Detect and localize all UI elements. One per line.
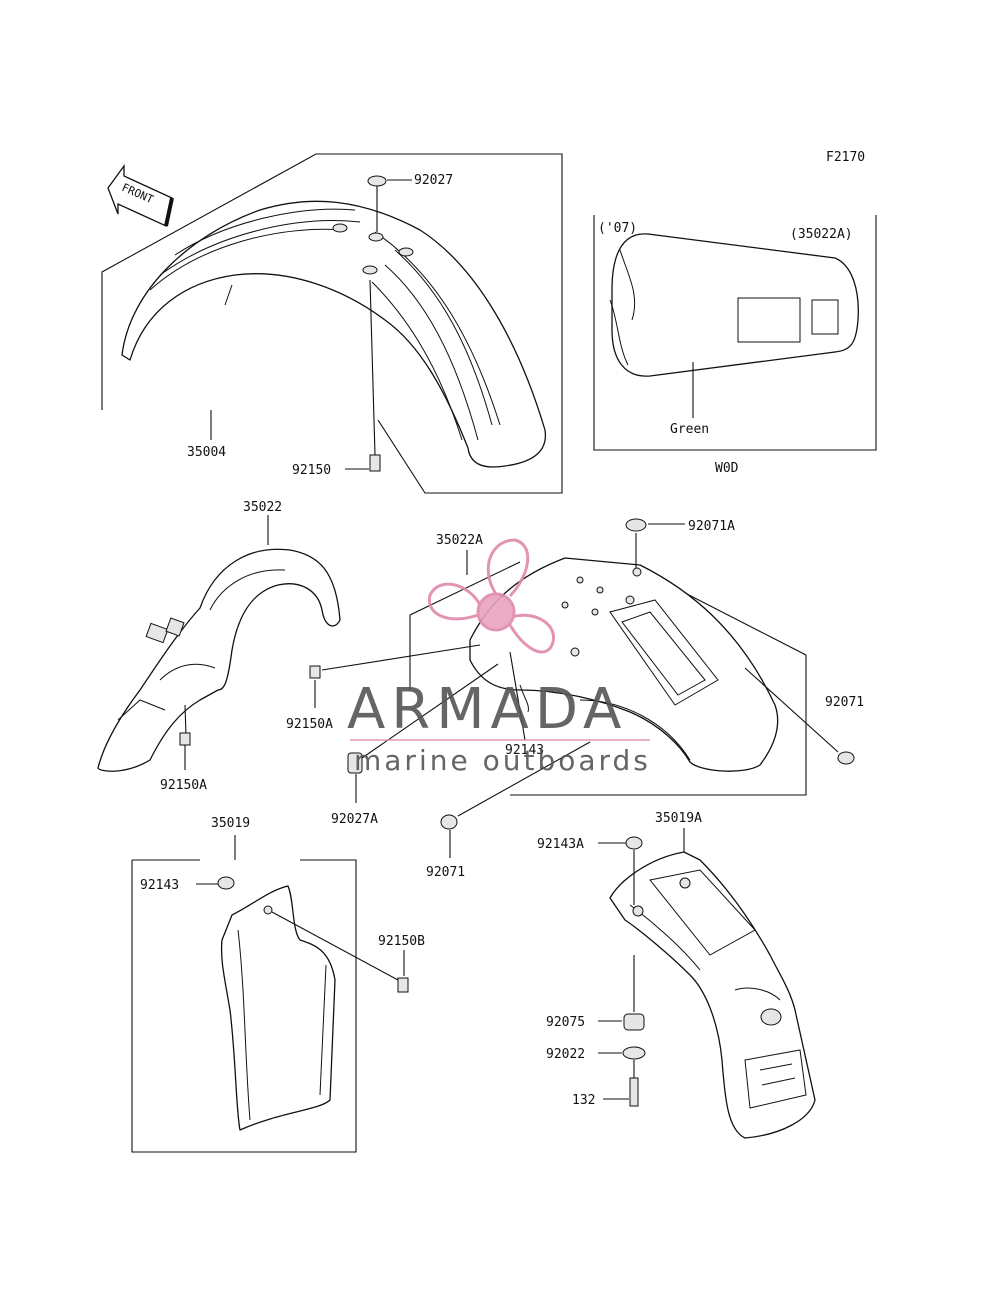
- part-label-92071A: 92071A: [688, 519, 735, 534]
- part-label-92150A-mid: 92150A: [286, 717, 333, 732]
- grommet-92071-bottom: [440, 814, 458, 830]
- washer-92022: [622, 1046, 646, 1060]
- propeller-logo-icon: [427, 538, 555, 654]
- washer-92027: [367, 175, 387, 187]
- inset-year: ('07): [598, 221, 637, 236]
- collar-92143-left: [217, 876, 235, 890]
- bolt-92150A-left: [179, 732, 191, 746]
- front-fender-35004: [121, 200, 547, 468]
- inset-model-label: W0D: [715, 461, 739, 476]
- part-label-92075: 92075: [546, 1015, 585, 1030]
- collar-92143A: [625, 836, 643, 850]
- bolt-92150A-mid: [309, 665, 321, 679]
- part-label-35004: 35004: [187, 445, 226, 460]
- inset-color-label: Green: [670, 422, 709, 437]
- part-label-92150: 92150: [292, 463, 331, 478]
- grommet-92071-right: [837, 751, 855, 765]
- bolt-92150B: [397, 977, 409, 993]
- collar-92027A: [347, 752, 363, 774]
- part-label-92150B: 92150B: [378, 934, 425, 949]
- inset-box-07: ('07) (35022A) Green W0D: [593, 215, 877, 476]
- bolt-92150: [369, 454, 381, 472]
- armada-watermark: ARMADA marine outboards: [347, 538, 651, 777]
- part-label-132: 132: [572, 1093, 595, 1108]
- inset-rear-fender: [611, 233, 859, 377]
- rear-fender-35022A: [469, 557, 779, 772]
- inset-part-ref: (35022A): [790, 227, 853, 242]
- mudflap-35019-group: 35019 92143 92150B: [131, 816, 425, 1153]
- part-label-35019: 35019: [211, 816, 250, 831]
- part-label-92143A: 92143A: [537, 837, 584, 852]
- fender-35022-group: 35022 92150A: [97, 500, 341, 793]
- part-label-35022A: 35022A: [436, 533, 483, 548]
- part-label-92071-right: 92071: [825, 695, 864, 710]
- part-label-92022: 92022: [546, 1047, 585, 1062]
- bolt-132: [629, 1077, 639, 1107]
- rear-fender-35022A-group: 35022A 92071A 92071 92150A 92143: [286, 518, 864, 880]
- damper-92075: [623, 1013, 645, 1031]
- watermark-brand: ARMADA: [347, 677, 627, 742]
- part-label-35022: 35022: [243, 500, 282, 515]
- grommet-92071A: [625, 518, 647, 532]
- part-label-92027: 92027: [414, 173, 453, 188]
- part-label-92143-left: 92143: [140, 878, 179, 893]
- figure-code: F2170: [826, 150, 865, 165]
- part-label-92071-bottom: 92071: [426, 865, 465, 880]
- rear-flap-35019A-group: 35019A 92143A 92075 92022 132: [537, 811, 816, 1139]
- part-label-92150A-left: 92150A: [160, 778, 207, 793]
- inner-fender-35022: [97, 548, 341, 772]
- front-fender-group: FRONT 92027 92150 35004: [101, 153, 563, 494]
- part-label-92143-mid: 92143: [505, 743, 544, 758]
- part-label-35019A: 35019A: [655, 811, 702, 826]
- mudflap-35019: [220, 885, 336, 1131]
- watermark-tagline: marine outboards: [354, 744, 651, 777]
- part-label-92027A: 92027A: [331, 812, 378, 827]
- rear-flap-35019A: [609, 851, 816, 1139]
- front-arrow-icon: FRONT: [107, 164, 174, 227]
